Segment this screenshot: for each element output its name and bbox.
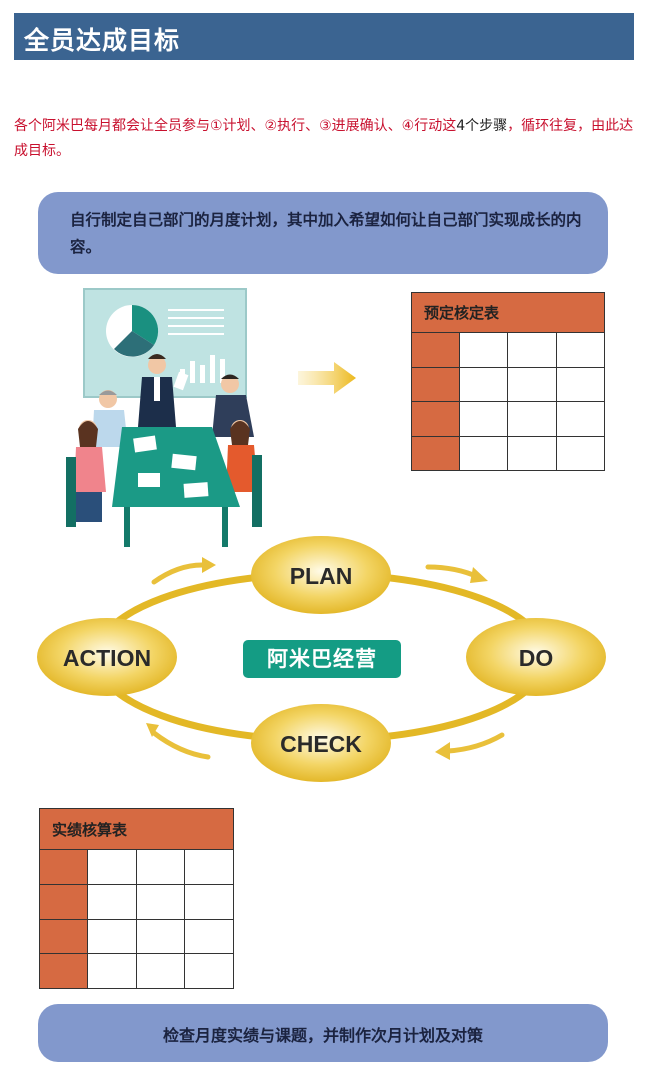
- do-label: DO: [519, 645, 554, 671]
- table-cell: [39, 883, 88, 920]
- table-cell: [507, 332, 557, 368]
- table-cell: [135, 849, 186, 885]
- table-cell: [135, 918, 186, 955]
- check-node: [251, 704, 391, 782]
- man-left-figure: [92, 390, 128, 447]
- arrow-plan-to-do-icon: [425, 564, 481, 580]
- table-cell: [39, 918, 88, 955]
- table-cell: [39, 953, 88, 989]
- table-cell: [87, 883, 137, 920]
- arrow-action-to-plan-icon: [151, 562, 205, 585]
- plan-label: PLAN: [290, 563, 353, 589]
- table-cell: [507, 435, 557, 471]
- page-title: 全员达成目标: [24, 26, 181, 55]
- intro-text-part1: 各个阿米巴每月都会让全员参与①计划、②执行、③进展确认、④行动这: [14, 118, 457, 134]
- woman-left-figure: [74, 420, 106, 522]
- arrow-check-to-action-icon: [151, 730, 211, 760]
- table-cell: [87, 849, 137, 885]
- action-label: ACTION: [63, 645, 151, 671]
- amoeba-management-badge: 阿米巴经营: [243, 640, 401, 678]
- table-cell: [507, 366, 557, 402]
- table-cell: [458, 401, 509, 437]
- table-cell: [458, 332, 509, 368]
- check-description-text: 检查月度实绩与课题，并制作次月计划及对策: [162, 1026, 483, 1045]
- meeting-illustration: [66, 288, 262, 547]
- table-cell: [555, 401, 606, 437]
- table-cell: [184, 953, 234, 989]
- right-arrow-icon: [298, 362, 356, 394]
- table-cell: [87, 953, 137, 989]
- results-table-title: 实绩核算表: [39, 808, 234, 850]
- table-cell: [39, 849, 88, 885]
- table-cell: [411, 401, 460, 437]
- table-cell: [507, 401, 557, 437]
- schedule-table-grid: [411, 332, 606, 471]
- table-cell: [458, 435, 509, 471]
- results-table-grid: [39, 849, 234, 989]
- table-cell: [411, 366, 460, 402]
- pie-chart-icon: [106, 304, 159, 357]
- pdca-cycle-diagram: PLAN DO CHECK ACTION: [37, 536, 606, 782]
- results-table: 实绩核算表: [39, 808, 234, 989]
- table-cell: [135, 883, 186, 920]
- plan-node: [251, 536, 391, 614]
- arrow-do-to-check-icon: [445, 732, 505, 754]
- page-header: 全员达成目标: [14, 13, 634, 60]
- presenter-figure: [138, 354, 189, 427]
- table-cell: [184, 918, 234, 955]
- plan-description-box: 自行制定自己部门的月度计划，其中加入希望如何让自己部门实现成长的内容。: [38, 192, 608, 274]
- check-description-box: 检查月度实绩与课题，并制作次月计划及对策: [38, 1004, 608, 1062]
- table-cell: [555, 435, 606, 471]
- schedule-table: 预定核定表: [411, 292, 606, 471]
- intro-step-count: 4个步骤: [456, 118, 508, 134]
- table-cell: [135, 953, 186, 989]
- intro-paragraph: 各个阿米巴每月都会让全员参与①计划、②执行、③进展确认、④行动这4个步骤，循环往…: [14, 114, 638, 164]
- check-label: CHECK: [280, 731, 362, 757]
- table-cell: [411, 435, 460, 471]
- table-cell: [555, 366, 606, 402]
- action-node: [37, 618, 177, 696]
- table-cell: [555, 332, 606, 368]
- plan-description-text: 自行制定自己部门的月度计划，其中加入希望如何让自己部门实现成长的内容。: [70, 211, 582, 256]
- intro-text-part2: ，循环往复，由此达成目标。: [14, 118, 634, 159]
- table-cell: [184, 849, 234, 885]
- meeting-table: [112, 427, 240, 547]
- do-node: [466, 618, 606, 696]
- table-cell: [87, 918, 137, 955]
- board-dots: [168, 309, 224, 335]
- table-cell: [184, 883, 234, 920]
- woman-right-figure: [226, 420, 258, 492]
- table-cell: [411, 332, 460, 368]
- schedule-table-title: 预定核定表: [411, 292, 605, 333]
- table-cell: [458, 366, 509, 402]
- chairs: [66, 455, 262, 527]
